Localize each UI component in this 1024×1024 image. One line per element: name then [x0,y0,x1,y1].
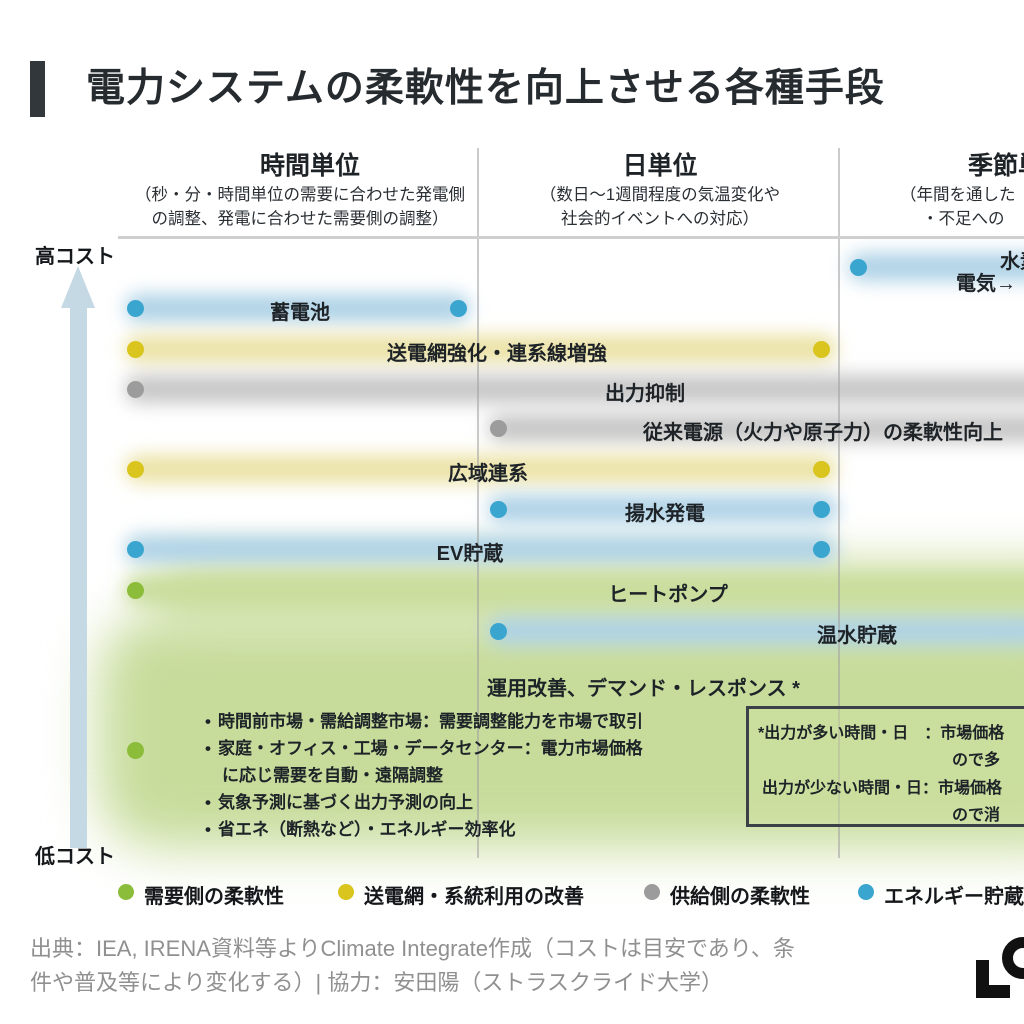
dot-wide-area-right [813,461,830,478]
dot-curtailment-left [127,381,144,398]
note-line-2: ので多 [952,752,1001,769]
dot-ev-left [127,541,144,558]
label-curtailment: 出力抑制 [605,383,685,405]
band-grid-reinforcement [125,335,837,363]
column-title-seasonal: 季節単位 [968,152,1024,180]
legend-dot-supply [644,884,660,900]
label-battery: 蓄電池 [270,302,330,324]
label-hydrogen-line2: 電気→ [956,273,1016,295]
brand-logo-l-icon-foot [976,985,1010,998]
column-desc-hourly-1: （秒・分・時間単位の需要に合わせた発電側 [135,186,465,204]
label-pumped-hydro: 揚水発電 [625,503,705,525]
band-hydrogen [848,253,1024,281]
column-divider-1 [477,148,479,858]
dot-heat-pump-left [127,582,144,599]
note-line-1: *出力が多い時間・日 ：市場価格 [758,725,1005,742]
label-conventional-flexibility: 従来電源（火力や原子力）の柔軟性向上 [643,422,1003,444]
legend-label-grid: 送電網・系統利用の改善 [364,886,584,908]
source-line-1: 出典：IEA, IRENA資料等よりClimate Integrate作成（コス… [30,936,795,961]
column-title-hourly: 時間単位 [259,152,361,180]
band-hot-water [488,617,1024,645]
dot-wide-area-left [127,461,144,478]
dot-conventional-left [490,420,507,437]
column-desc-daily-2: 社会的イベントへの対応） [561,210,759,228]
label-hydrogen-line1: 水素 [1000,251,1024,273]
label-ev-storage: EV貯蔵 [436,543,504,565]
title-accent-bar [30,61,45,117]
bullet-intraday-market: 時間前市場・需給調整市場：需要調整能力を市場で取引 [205,707,643,732]
bullet-weather-forecast: 気象予測に基づく出力予測の向上 [205,788,473,813]
dot-grid-right [813,341,830,358]
band-pumped-hydro [488,495,838,523]
note-line-3: 出力が少ない時間・日：市場価格 [762,780,1003,797]
bullet-demand-auto-1: 家庭・オフィス・工場・データセンター：電力市場価格 [205,734,643,759]
column-desc-hourly-2: の調整、発電に合わせた需要側の調整） [151,210,449,228]
axis-label-low-cost: 低コスト [35,846,115,868]
label-hot-water: 温水貯蔵 [817,625,897,647]
dot-pumped-right [813,501,830,518]
dot-pumped-left [490,501,507,518]
band-curtailment [125,375,1024,403]
band-conventional-flexibility [488,414,1024,442]
column-title-daily: 日単位 [622,152,698,180]
label-operation-improvement: 運用改善、デマンド・レスポンス * [487,678,800,700]
dot-ev-right [813,541,830,558]
band-ev-storage [125,535,837,563]
dot-hot-water-left [490,623,507,640]
legend-dot-storage [858,884,874,900]
band-battery [125,294,470,322]
page-title: 電力システムの柔軟性を向上させる各種手段 [86,67,885,110]
dot-hydrogen-left [850,259,867,276]
note-line-4: ので消 [952,807,1001,824]
column-divider-2 [838,148,840,858]
dot-grid-left [127,341,144,358]
label-grid-reinforcement: 送電網強化・連系線増強 [387,343,607,365]
legend-dot-demand [118,884,134,900]
band-wide-area [125,455,837,483]
source-line-2: 件や普及等により変化する）| 協力：安田陽（ストラスクライド大学） [30,970,723,995]
label-heat-pump: ヒートポンプ [608,584,728,606]
dot-battery-right [450,300,467,317]
legend-label-supply: 供給側の柔軟性 [670,886,810,908]
dot-operation-left [127,742,144,759]
brand-logo-o-icon [1002,937,1024,979]
column-desc-seasonal-2: ・不足への [922,210,1005,228]
bullet-demand-auto-2: に応じ需要を自動・遠隔調整 [222,766,443,785]
header-underline [118,236,1024,239]
cost-arrow-head [61,266,95,308]
column-desc-seasonal-1: （年間を通した [900,186,1016,204]
source-attribution: 出典：IEA, IRENA資料等よりClimate Integrate作成（コス… [30,932,795,1000]
cost-arrow-shaft [70,306,87,848]
market-price-note-box [746,706,1024,827]
legend-label-storage: エネルギー貯蔵 [884,886,1024,908]
legend-dot-grid [338,884,354,900]
dot-battery-left [127,300,144,317]
label-wide-area: 広域連系 [448,463,528,485]
column-desc-daily-1: （数日～1週間程度の気温変化や [539,186,781,204]
band-heat-pump [125,576,1024,604]
bullet-energy-saving: 省エネ（断熱など）・エネルギー効率化 [205,815,516,840]
legend-label-demand: 需要側の柔軟性 [144,886,284,908]
axis-label-high-cost: 高コスト [35,246,115,268]
